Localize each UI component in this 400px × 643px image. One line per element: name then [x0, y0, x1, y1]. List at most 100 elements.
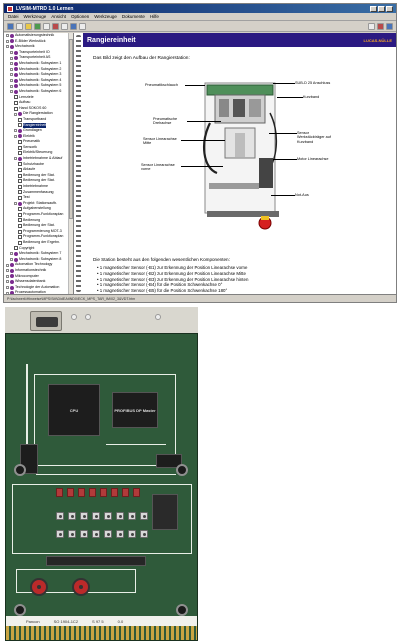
tree-item[interactable]: Pneumatik: [4, 139, 73, 145]
tree-item[interactable]: Transporteinheit AS: [4, 55, 73, 61]
mount-hole: [176, 464, 188, 476]
expand-icon[interactable]: [6, 263, 9, 267]
expand-icon[interactable]: [6, 39, 9, 43]
tree-item[interactable]: Informationstechnik: [4, 268, 73, 274]
menu-item[interactable]: Optionen: [70, 14, 90, 19]
tree-item[interactable]: Mikrocomputer: [4, 274, 73, 280]
bookmark-icon[interactable]: [377, 22, 384, 30]
tree-item[interactable]: Grundlagen: [4, 128, 73, 134]
tree-item[interactable]: Die Rangierstation: [4, 111, 73, 117]
expand-icon[interactable]: [10, 56, 13, 60]
tree-item[interactable]: Mechatronik: Subsystem 8: [4, 257, 73, 263]
notes-icon[interactable]: [79, 22, 86, 30]
maximize-button[interactable]: [378, 5, 385, 12]
tree-item-label: Zusammenfassung: [23, 189, 54, 194]
tree-item[interactable]: Aufgabenstellung: [4, 206, 73, 212]
stop-icon[interactable]: [52, 22, 59, 30]
expand-icon[interactable]: [10, 90, 13, 94]
tree-item[interactable]: Mechatronik: Subsystem 6: [4, 89, 73, 95]
tree-item[interactable]: Sensorik: [4, 145, 73, 151]
expand-icon[interactable]: [6, 269, 9, 273]
tree-item[interactable]: Inbetriebnahme & Ablauf: [4, 156, 73, 162]
expand-icon[interactable]: [6, 291, 9, 294]
expand-icon[interactable]: [10, 73, 13, 77]
tree-item[interactable]: Rangiereinheit: [4, 122, 73, 129]
tree-item[interactable]: Programmierung MOT-3: [4, 229, 73, 235]
expand-icon[interactable]: [10, 62, 13, 66]
tree-item[interactable]: Projekt: Stationsaufb.: [4, 201, 73, 207]
status-led: [85, 314, 91, 320]
tree-item[interactable]: Elektrik/Steuerung: [4, 150, 73, 156]
expand-icon[interactable]: [14, 129, 17, 133]
expand-icon[interactable]: [10, 79, 13, 83]
tree-item[interactable]: Lernziele: [4, 95, 73, 101]
expand-icon[interactable]: [14, 202, 17, 206]
search-icon[interactable]: [61, 22, 68, 30]
folder-icon[interactable]: [25, 22, 32, 30]
expand-icon[interactable]: [6, 274, 9, 278]
tree-item[interactable]: Hand SOKOS 60: [4, 106, 73, 112]
back-icon[interactable]: [16, 22, 23, 30]
tree-item[interactable]: Programm-Funktionsplan: [4, 234, 73, 240]
tree-item[interactable]: Bedienung: [4, 218, 73, 224]
expand-icon[interactable]: [10, 258, 13, 262]
expand-icon[interactable]: [6, 34, 9, 38]
tree-item[interactable]: Elektrik: [4, 134, 73, 140]
menu-item[interactable]: Ansicht: [51, 14, 66, 19]
next-page-icon[interactable]: [386, 22, 393, 30]
expand-icon[interactable]: [10, 67, 13, 71]
tree-item[interactable]: Bedienung der Ergebn.: [4, 240, 73, 246]
tree-item[interactable]: Transporteinheit IO: [4, 50, 73, 56]
tree-item[interactable]: E-Bilder Werkstück: [4, 39, 73, 45]
close-button[interactable]: [386, 5, 393, 12]
component-item: 1 magnetischer Sensor (-B4) für die Posi…: [97, 282, 256, 288]
expand-icon[interactable]: [10, 84, 13, 88]
expand-icon[interactable]: [6, 280, 9, 284]
tree-item[interactable]: Schutzhaube: [4, 162, 73, 168]
expand-icon[interactable]: [6, 286, 9, 290]
tree-scrollbar[interactable]: [68, 33, 73, 294]
menu-item[interactable]: Werkzeuge: [23, 14, 47, 19]
tree-item[interactable]: Inbetriebnahme: [4, 184, 73, 190]
expand-icon[interactable]: [10, 51, 13, 55]
tree-item[interactable]: Mechatronik: [4, 44, 73, 50]
tree-item[interactable]: Technologie der Automation: [4, 285, 73, 291]
tree-item[interactable]: Mechatronik: Subsystem 3: [4, 72, 73, 78]
tree-item[interactable]: Mechatronik: Subsystem 5: [4, 83, 73, 89]
tree-item[interactable]: Mechatronik: Subsystem 7: [4, 251, 73, 257]
expand-icon[interactable]: [14, 157, 17, 161]
tree-item[interactable]: Prozessautomation: [4, 290, 73, 294]
forward-icon[interactable]: [34, 22, 41, 30]
tree-item[interactable]: Test: [4, 195, 73, 201]
tree-item[interactable]: Automation Technology: [4, 262, 73, 268]
tree-item[interactable]: Mechatronik: Subsystem 2: [4, 67, 73, 73]
doc-icon: [18, 168, 22, 173]
tree-item[interactable]: Aufbau: [4, 100, 73, 106]
print-icon[interactable]: [43, 22, 50, 30]
expand-icon[interactable]: [6, 45, 9, 49]
book-icon[interactable]: [70, 22, 77, 30]
minimize-button[interactable]: [370, 5, 377, 12]
tree-item[interactable]: Bedienung der Stat.: [4, 178, 73, 184]
tree-item[interactable]: Wissensdatenbank: [4, 279, 73, 285]
tree-item[interactable]: Programm-Funktionsplan: [4, 212, 73, 218]
tree-item[interactable]: Automatisierungstechnik: [4, 33, 73, 39]
prev-page-icon[interactable]: [368, 22, 375, 30]
tree-item[interactable]: Zusammenfassung: [4, 190, 73, 196]
tree-item[interactable]: Copyright: [4, 246, 73, 252]
tree-item[interactable]: Bedienung der Stat.: [4, 223, 73, 229]
home-icon[interactable]: [7, 22, 14, 30]
menu-item[interactable]: Hilfe: [149, 14, 159, 19]
tree-item[interactable]: Mechatronik: Subsystem 1: [4, 61, 73, 67]
expand-icon[interactable]: [14, 112, 17, 116]
tree-item[interactable]: Transportband: [4, 117, 73, 123]
expand-icon[interactable]: [10, 252, 13, 256]
menu-item[interactable]: Werkzeuge: [94, 14, 117, 19]
tree-item[interactable]: Bedienung der Stat.: [4, 173, 73, 179]
menu-item[interactable]: Dokumente: [121, 14, 145, 19]
expand-icon[interactable]: [14, 134, 17, 138]
menu-item[interactable]: Datei: [8, 14, 19, 19]
tree-item[interactable]: Ablaufe: [4, 167, 73, 173]
tree-item[interactable]: Mechatronik: Subsystem 4: [4, 78, 73, 84]
